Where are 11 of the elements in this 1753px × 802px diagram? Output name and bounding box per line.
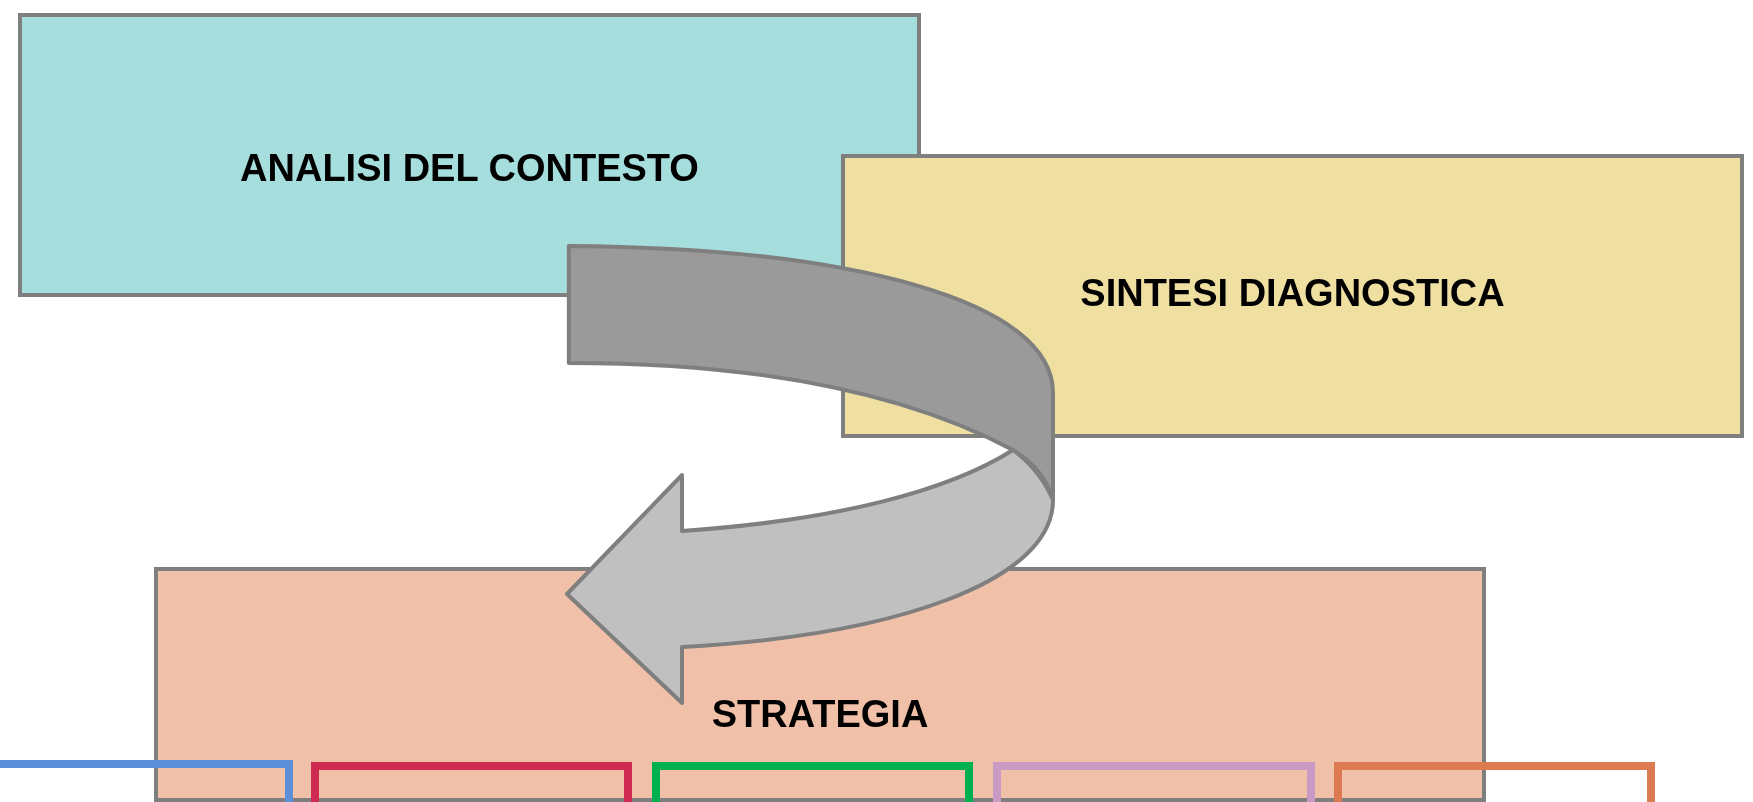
open-box bbox=[311, 762, 632, 802]
process-box bbox=[154, 567, 1486, 802]
open-box bbox=[1334, 762, 1655, 802]
box-title: ANALISI DEL CONTESTO bbox=[240, 147, 699, 190]
process-box bbox=[18, 13, 921, 297]
process-box bbox=[841, 154, 1744, 438]
box-title: SINTESI DIAGNOSTICA bbox=[1080, 272, 1505, 315]
open-box bbox=[652, 762, 973, 802]
open-box bbox=[993, 762, 1315, 802]
box-title: STRATEGIA bbox=[711, 693, 929, 736]
open-box bbox=[0, 760, 293, 802]
